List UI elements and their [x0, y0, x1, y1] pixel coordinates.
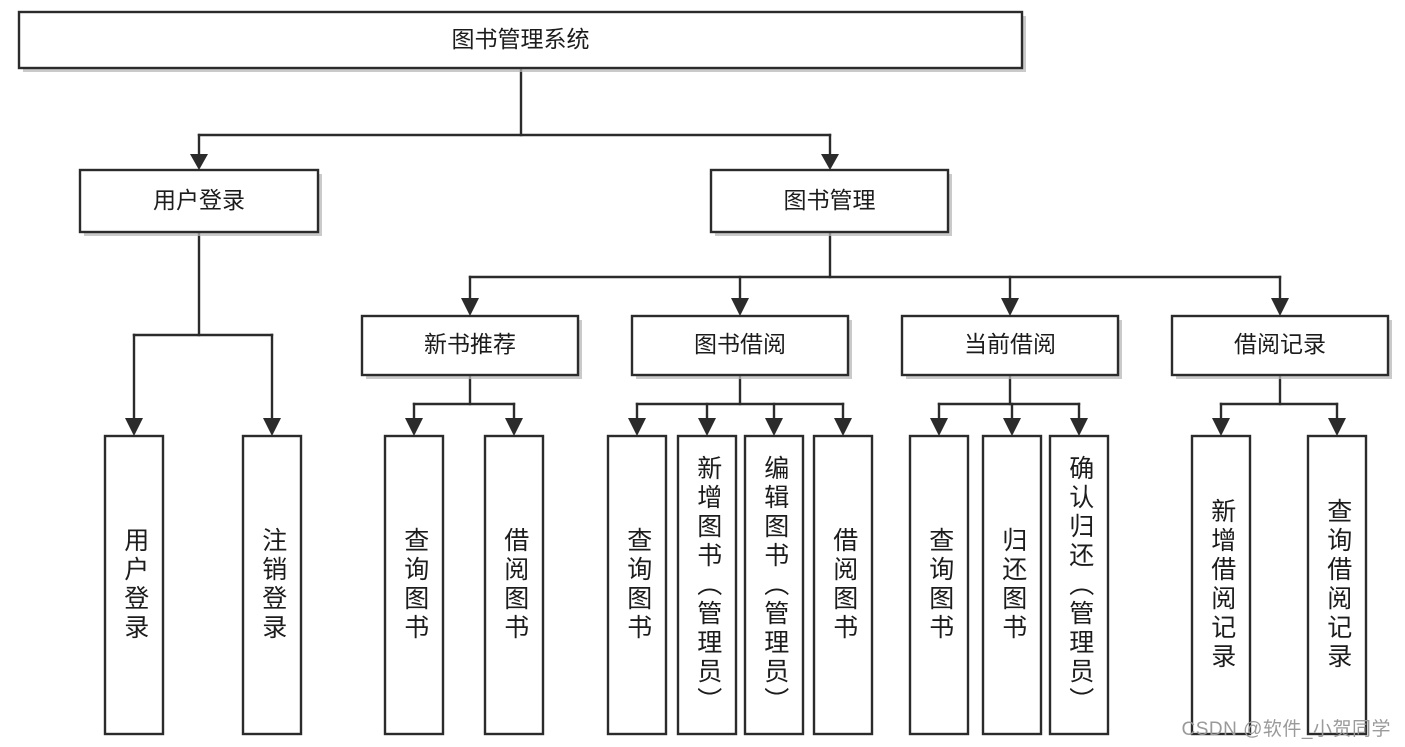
node-user-login[interactable]: 用户登录: [78, 168, 322, 236]
arrow-head-root-to-book-mgmt: [821, 154, 839, 170]
arrow-head-bookmgmt-to-current: [1001, 298, 1019, 316]
leaf-node-rects: [103, 434, 1368, 736]
node-new-book-recommend[interactable]: 新书推荐: [360, 314, 582, 379]
leaf-rect-query-book-current[interactable]: [908, 434, 970, 736]
node-book-management[interactable]: 图书管理: [709, 168, 952, 236]
node-book-borrow-rect[interactable]: [630, 314, 850, 377]
node-current-borrow-label: 当前借阅: [964, 331, 1056, 357]
node-borrow-record[interactable]: 借阅记录: [1170, 314, 1392, 379]
connector-group-borrow-to-leaves: [628, 373, 852, 436]
leaf-rect-return-book[interactable]: [981, 434, 1043, 736]
leaf-rect-query-book-borrow[interactable]: [606, 434, 668, 736]
node-user-login-rect[interactable]: [78, 168, 320, 234]
arrow-head-bookmgmt-to-borrow: [731, 298, 749, 316]
node-root-rect[interactable]: [17, 10, 1024, 70]
arrow-head-bookmgmt-to-record: [1271, 298, 1289, 316]
node-new-book-recommend-label: 新书推荐: [424, 331, 516, 357]
arrow-head-root-to-user-login: [190, 154, 208, 170]
leaf-rect-logout[interactable]: [241, 434, 303, 736]
arrow-head-userlogin-to-leaf-2: [263, 418, 281, 436]
arrow-head-borrow-to-leaf-2: [698, 418, 716, 436]
node-borrow-record-label: 借阅记录: [1234, 331, 1326, 357]
leaf-rect-add-borrow-record[interactable]: [1190, 434, 1252, 736]
node-new-book-recommend-rect[interactable]: [360, 314, 580, 377]
node-user-login-label: 用户登录: [153, 187, 245, 213]
connector-group-newbook-to-leaves: [405, 373, 523, 436]
node-root-label: 图书管理系统: [452, 26, 590, 52]
connector-group-userlogin-to-leaves: [125, 230, 281, 436]
leaf-rect-user-login[interactable]: [103, 434, 165, 736]
leaf-rect-borrow-book-newbook[interactable]: [483, 434, 545, 736]
leaf-rect-borrow-book[interactable]: [812, 434, 874, 736]
arrow-head-borrow-to-leaf-4: [834, 418, 852, 436]
leaf-rect-confirm-return-admin[interactable]: [1048, 434, 1110, 736]
leaf-rect-add-book-admin[interactable]: [676, 434, 738, 736]
node-current-borrow[interactable]: 当前借阅: [900, 314, 1122, 379]
arrow-head-current-to-leaf-3: [1070, 418, 1088, 436]
arrow-head-current-to-leaf-1: [930, 418, 948, 436]
arrow-head-bookmgmt-to-newbook: [461, 298, 479, 316]
node-book-borrow[interactable]: 图书借阅: [630, 314, 852, 379]
leaf-rect-edit-book-admin[interactable]: [743, 434, 805, 736]
leaf-rect-query-borrow-record[interactable]: [1306, 434, 1368, 736]
connector-group-current-to-leaves: [930, 373, 1088, 436]
arrow-head-newbook-to-leaf-1: [405, 418, 423, 436]
node-book-management-rect[interactable]: [709, 168, 950, 234]
connector-group-root-to-level2: [190, 66, 839, 170]
node-current-borrow-rect[interactable]: [900, 314, 1120, 377]
node-book-management-label: 图书管理: [784, 187, 876, 213]
node-borrow-record-rect[interactable]: [1170, 314, 1390, 377]
node-root-system[interactable]: 图书管理系统: [17, 10, 1026, 72]
arrow-head-newbook-to-leaf-2: [505, 418, 523, 436]
arrow-head-record-to-leaf-2: [1328, 418, 1346, 436]
arrow-head-borrow-to-leaf-3: [765, 418, 783, 436]
connector-group-bookmgmt-to-level3: [461, 230, 1289, 316]
node-book-borrow-label: 图书借阅: [694, 331, 786, 357]
arrow-head-current-to-leaf-2: [1003, 418, 1021, 436]
arrow-head-userlogin-to-leaf-1: [125, 418, 143, 436]
arrow-head-borrow-to-leaf-1: [628, 418, 646, 436]
connector-group-record-to-leaves: [1212, 373, 1346, 436]
leaf-rect-query-book-newbook[interactable]: [383, 434, 445, 736]
arrow-head-record-to-leaf-1: [1212, 418, 1230, 436]
